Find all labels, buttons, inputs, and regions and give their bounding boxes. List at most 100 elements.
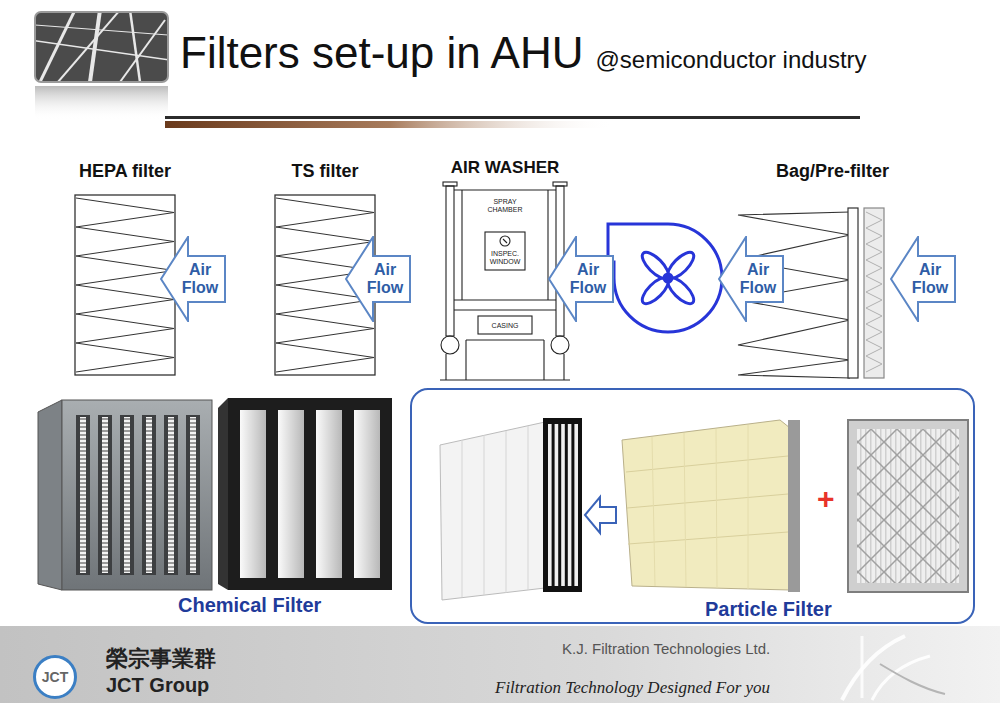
- washer-label: AIR WASHER: [430, 158, 580, 178]
- airflow-arrow: Air Flow: [345, 236, 411, 322]
- slide-title: Filters set-up in AHU: [180, 28, 583, 79]
- company-logo-mark: [842, 636, 945, 700]
- chemical-filter-photo: [38, 400, 62, 590]
- arrow-outline: [891, 237, 955, 321]
- company-logo-mark: [842, 636, 905, 700]
- chemical-filter-photo: [218, 398, 228, 590]
- air-washer-drawing: [446, 186, 454, 336]
- label-holder: K.J. Filtration Technologies Ltd.: [562, 640, 770, 658]
- label-holder: +: [817, 482, 835, 516]
- title-photo: [90, 12, 100, 82]
- chemical-filter-photo: [354, 410, 380, 578]
- chemical-filter-photo: [38, 400, 212, 590]
- logo-text: JCT: [42, 669, 68, 685]
- chemical-filter-photo: [102, 417, 108, 573]
- slogan: Filtration Technology Designed For you: [495, 678, 770, 698]
- title-underline: [165, 116, 860, 119]
- chemical-filter-photo: [228, 398, 392, 590]
- bag-filter-photo: [626, 456, 788, 472]
- chemical-filter-photo: [62, 400, 212, 590]
- air-washer-drawing: [445, 354, 446, 380]
- chemical-filter-photo: [190, 417, 196, 573]
- title-underline: [165, 121, 615, 128]
- chemical-filter-photo: [142, 415, 156, 575]
- air-washer-drawing: [465, 340, 466, 380]
- hepa-filter-drawing: [75, 195, 175, 375]
- title-photo: [40, 12, 75, 82]
- chemical-filter-photo: [164, 415, 178, 575]
- airflow-arrow: Air Flow: [160, 236, 226, 322]
- arrow-outline: [549, 237, 613, 321]
- filter-label: TS filter: [291, 160, 358, 182]
- footer-band: [0, 626, 1000, 703]
- panel-filter-photo: [848, 420, 968, 592]
- filter-unit: Bag/Pre-filter: [760, 160, 905, 380]
- air-washer-drawing: [547, 190, 548, 300]
- bag-filter-photo: [622, 420, 790, 590]
- chemical-filter-photo: [80, 417, 86, 573]
- airflow-arrow: Air Flow: [548, 236, 614, 322]
- fan-symbol: [638, 248, 672, 282]
- company-name: K.J. Filtration Technologies Ltd.: [562, 640, 770, 658]
- logo-circle: JCT: [33, 655, 77, 699]
- arrow-outline: [161, 237, 225, 321]
- fan-symbol: [664, 274, 672, 282]
- label-holder: JCT Group: [106, 674, 209, 697]
- subtitle: @semiconductor industry: [595, 46, 866, 74]
- arrow-outline: [346, 237, 410, 321]
- hollow-arrow: [585, 497, 616, 533]
- bag-filter-photo: [528, 426, 529, 590]
- panel-filter-photo: [857, 429, 959, 583]
- air-washer-drawing: [503, 239, 507, 243]
- airflow-arrow: Air Flow: [718, 236, 784, 322]
- bag-filter-photo: [462, 440, 463, 597]
- group-box: Particle Filter: [410, 388, 975, 624]
- bag-filter-photo: [574, 424, 578, 586]
- hollow-arrow: [585, 497, 616, 533]
- title-photo: [58, 12, 120, 82]
- airflow-label: Air Flow: [907, 261, 953, 297]
- chemical-filter-photo: [120, 415, 134, 575]
- bag-filter-photo: [506, 431, 507, 593]
- title-photo: [130, 12, 140, 82]
- bag-filter-photo: [627, 494, 788, 508]
- fan-symbol: [638, 274, 672, 308]
- chemical-filter-photo: [240, 410, 266, 578]
- title-photo: [120, 20, 165, 82]
- label-holder: Filtration Technology Designed For you: [495, 678, 770, 698]
- airflow-label: Air Flow: [177, 261, 223, 297]
- bag-filter-photo: [555, 424, 559, 586]
- air-washer-drawing: [478, 316, 532, 334]
- footer-band: [0, 626, 1000, 703]
- bag-filter-photo: [548, 424, 552, 586]
- chemical-filter-photo: [76, 415, 90, 575]
- bag-filter-photo: [440, 422, 545, 600]
- bag-filter-photo: [788, 420, 800, 592]
- air-washer-drawing: [441, 336, 459, 354]
- air-washer-drawing: [553, 182, 567, 186]
- air-washer-drawing: [500, 236, 510, 246]
- air-washer-drawing: [440, 379, 570, 380]
- panel-filter-photo: [848, 420, 968, 592]
- air-washer-drawing: [466, 339, 544, 340]
- group-label: Particle Filter: [705, 598, 832, 621]
- air-washer-drawing: [461, 190, 462, 300]
- chemical-filter-photo: [146, 417, 152, 573]
- bag-filter-photo: [684, 433, 686, 587]
- hepa-filter-drawing: [75, 195, 175, 375]
- chemical-filter-photo: [98, 415, 112, 575]
- title-photo: [35, 12, 168, 82]
- bag-filter-photo: [628, 532, 788, 544]
- chemical-filter-photo: [124, 417, 130, 573]
- air-washer-drawing: [454, 189, 556, 190]
- filter-label: HEPA filter: [79, 160, 171, 182]
- company-logo-mark: [872, 656, 930, 700]
- washer-label: INSPEC. WINDOW: [483, 250, 527, 266]
- bag-prefilter-drawing: [848, 208, 858, 378]
- air-washer-drawing: [563, 354, 564, 380]
- bag-filter-photo: [622, 420, 800, 592]
- bag-filter-photo: [652, 437, 655, 586]
- air-washer-drawing: [443, 182, 457, 186]
